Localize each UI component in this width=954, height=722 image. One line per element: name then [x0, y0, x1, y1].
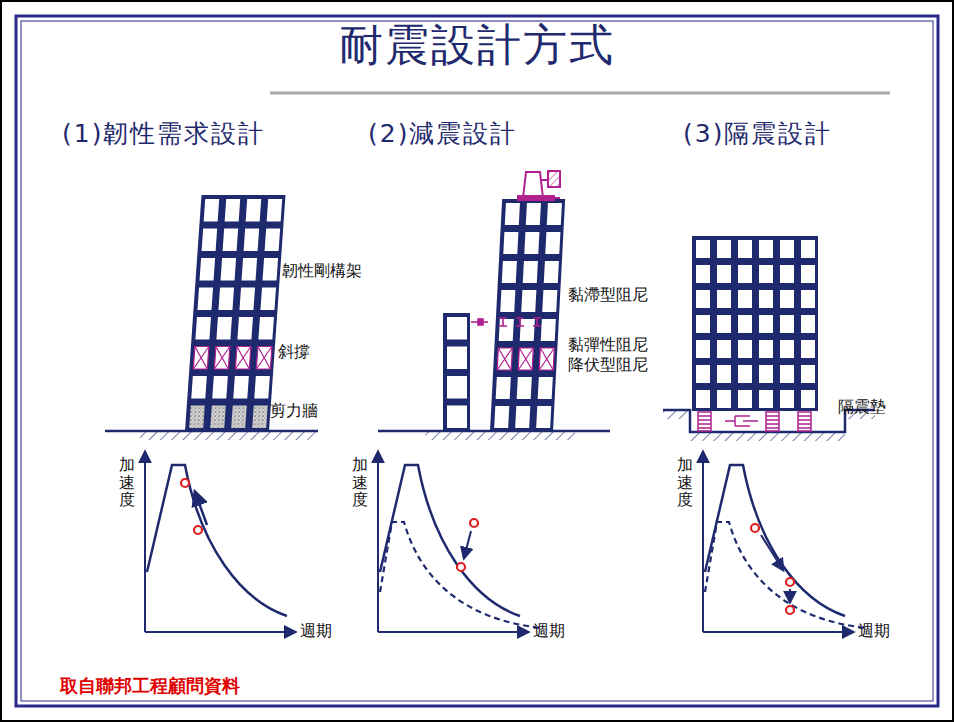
spectrum-graph	[145, 452, 295, 632]
ductile-frame-building	[185, 195, 286, 431]
source-note: 取自聯邦工程顧問資料	[60, 676, 240, 697]
part-label: 斜撐	[278, 343, 310, 361]
part-label: 黏彈性阻尼	[568, 336, 648, 354]
column-heading: (2)減震設計	[368, 120, 517, 149]
response-point	[786, 606, 794, 614]
part-label: 韌性剛構架	[282, 262, 362, 280]
response-point	[194, 526, 202, 534]
part-label: 黏滯型阻尼	[568, 286, 648, 304]
part-label: 隔震墊	[838, 398, 886, 416]
axis-label: 週期	[533, 622, 565, 640]
response-point	[470, 519, 478, 527]
spectrum-graph	[703, 452, 868, 632]
damped-building	[490, 199, 565, 431]
response-point	[181, 479, 189, 487]
axis-label: 週期	[858, 622, 890, 640]
low-building	[443, 313, 470, 431]
response-point	[457, 563, 465, 571]
part-label: 降伏型阻尼	[568, 356, 648, 374]
column-heading: (1)韌性需求設計	[62, 120, 265, 149]
axis-label: 加速度	[119, 456, 135, 509]
response-point	[786, 578, 794, 586]
isolated-building	[692, 236, 818, 411]
part-label: 剪力牆	[270, 402, 318, 420]
axis-label: 加速度	[677, 456, 693, 509]
axis-label: 加速度	[352, 456, 368, 509]
axis-label: 週期	[300, 622, 332, 640]
column-heading: (3)隔震設計	[683, 120, 832, 149]
response-point	[751, 524, 759, 532]
spectrum-graph	[378, 452, 543, 632]
slide-title: 耐震設計方式	[339, 20, 615, 71]
